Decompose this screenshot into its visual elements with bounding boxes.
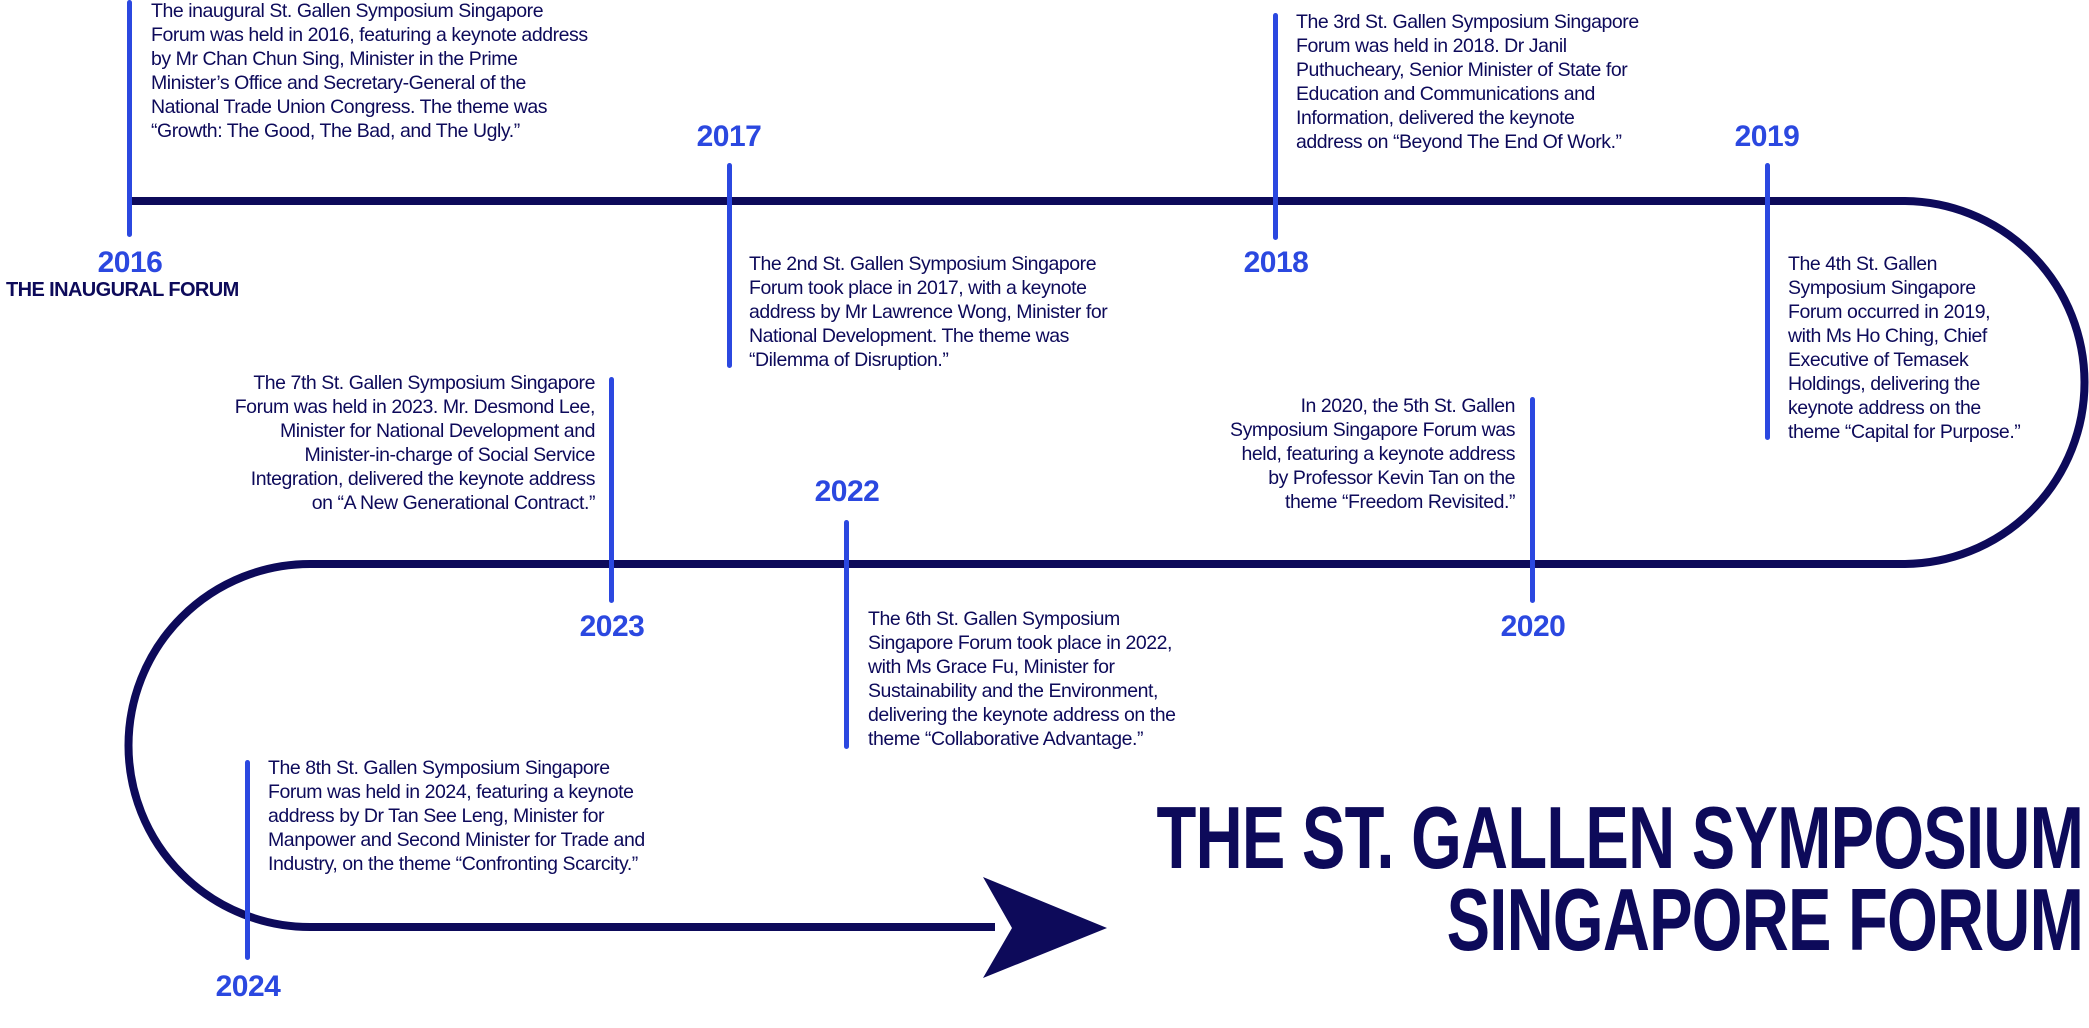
description-line: with Ms Ho Ching, Chief [1788,325,1987,347]
year-2017: 2017 [696,120,762,153]
title-line-1: THE ST. GALLEN SYMPOSIUM [1156,788,2083,887]
description-line: The inaugural St. Gallen Symposium Singa… [151,0,544,22]
description-line: National Development. The theme was [749,325,1069,347]
marker-2019 [1765,163,1770,440]
description-line: The 8th St. Gallen Symposium Singapore [268,757,610,779]
marker-2018 [1273,13,1278,240]
description-line: Forum was held in 2018. Dr Janil [1296,35,1567,57]
description-line: Sustainability and the Environment, [868,680,1158,702]
year-2018: 2018 [1243,246,1309,279]
description-line: Forum was held in 2016, featuring a keyn… [151,24,588,46]
description-line: The 2nd St. Gallen Symposium Singapore [749,253,1097,275]
year-2019: 2019 [1734,120,1800,153]
marker-2017 [727,163,732,368]
timeline-path [124,197,2089,931]
marker-2016 [127,0,132,237]
description-line: In 2020, the 5th St. Gallen [1300,395,1516,417]
marker-2022 [844,520,849,749]
description-line: Minister-in-charge of Social Service [304,444,596,466]
year-2024: 2024 [215,970,281,1003]
description-line: Forum was held in 2024, featuring a keyn… [268,781,634,803]
description-line: theme “Capital for Purpose.” [1788,421,2021,443]
description-line: address on “Beyond The End Of Work.” [1296,131,1622,153]
description-line: theme “Freedom Revisited.” [1285,491,1515,513]
description-line: Education and Communications and [1296,83,1595,105]
description-line: held, featuring a keynote address [1241,443,1515,465]
description-line: address by Mr Lawrence Wong, Minister fo… [749,301,1108,323]
description-line: theme “Collaborative Advantage.” [868,728,1144,750]
description-line: Information, delivered the keynote [1296,107,1575,129]
description-line: Minister for National Development and [279,420,595,442]
description-line: Integration, delivered the keynote addre… [250,468,596,490]
description-line: Forum took place in 2017, with a keynote [749,277,1087,299]
description-line: Industry, on the theme “Confronting Scar… [268,853,638,875]
description-line: The 7th St. Gallen Symposium Singapore [253,372,595,394]
description-line: Puthucheary, Senior Minister of State fo… [1296,59,1628,81]
marker-2024 [245,760,250,960]
inaugural-label: THE INAUGURAL FORUM [6,279,239,301]
description-line: The 6th St. Gallen Symposium [868,608,1120,630]
description-line: by Professor Kevin Tan on the [1268,467,1515,489]
arrow-head-icon [983,877,1107,978]
description-line: with Ms Grace Fu, Minister for [868,656,1115,678]
title-line-2: SINGAPORE FORUM [1446,870,2083,969]
description-line: Holdings, delivering the [1788,373,1980,395]
description-line: keynote address on the [1788,397,1981,419]
description-line: on “A New Generational Contract.” [311,492,596,514]
description-line: by Mr Chan Chun Sing, Minister in the Pr… [151,48,518,70]
description-line: address by Dr Tan See Leng, Minister for [268,805,605,827]
year-2016: 2016 [97,246,163,279]
description-line: The 4th St. Gallen [1788,253,1938,275]
description-line: “Dilemma of Disruption.” [749,349,949,371]
description-line: Manpower and Second Minister for Trade a… [268,829,645,851]
marker-2023 [609,377,614,603]
description-line: Symposium Singapore [1788,277,1976,299]
desc-2016: The inaugural St. Gallen Symposium Singa… [151,0,588,143]
description-line: National Trade Union Congress. The theme… [151,96,548,118]
description-line: Forum occurred in 2019, [1788,301,1991,323]
description-line: The 3rd St. Gallen Symposium Singapore [1296,11,1639,33]
description-line: delivering the keynote address on the [868,704,1176,726]
description-line: Singapore Forum took place in 2022, [868,632,1173,654]
description-line: Minister’s Office and Secretary-General … [151,72,526,94]
forum-title: THE ST. GALLEN SYMPOSIUM SINGAPORE FORUM [1156,788,2083,969]
year-2023: 2023 [579,610,645,643]
description-line: Symposium Singapore Forum was [1230,419,1515,441]
year-2020: 2020 [1500,610,1566,643]
year-2022: 2022 [814,475,880,508]
description-line: Executive of Temasek [1788,349,1969,371]
marker-2020 [1530,397,1535,603]
description-line: “Growth: The Good, The Bad, and The Ugly… [151,120,520,142]
description-line: Forum was held in 2023. Mr. Desmond Lee, [234,396,596,418]
